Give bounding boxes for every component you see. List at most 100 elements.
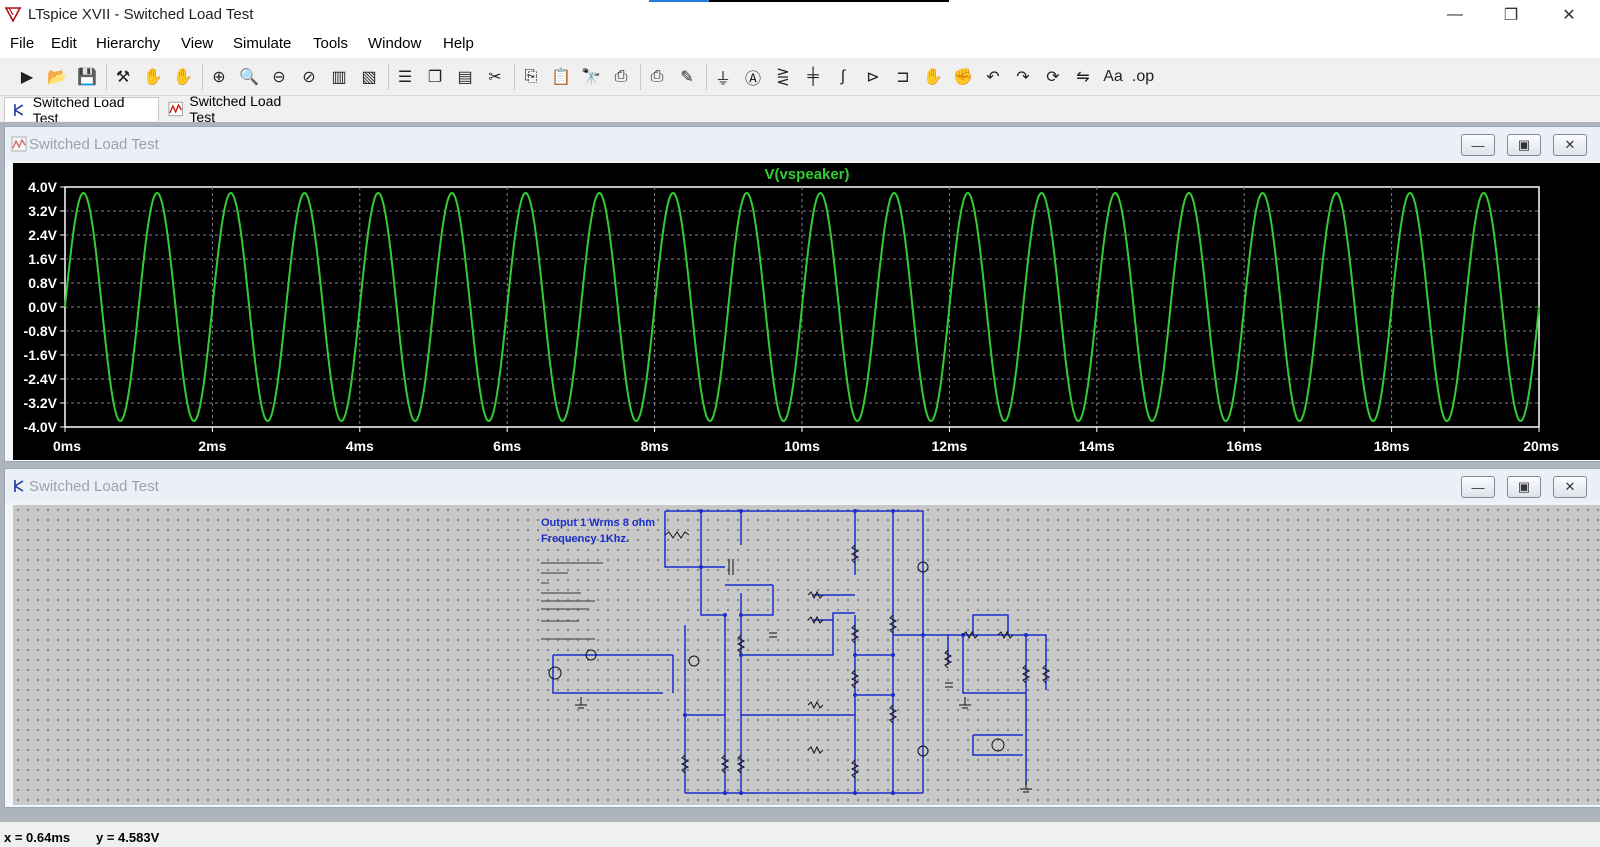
zoom-full-icon: 🔍: [239, 69, 259, 86]
draw-wire-icon: ✎: [680, 69, 694, 86]
save-icon: 💾: [77, 69, 97, 86]
tile-horizontal-icon: ☰: [397, 69, 413, 86]
child-close-button[interactable]: ✕: [1553, 134, 1587, 156]
restore-button[interactable]: ❐: [1488, 0, 1534, 30]
y-tick-label: -1.6V: [24, 347, 58, 363]
tab-label: Switched Load Test: [189, 93, 282, 125]
menu-file[interactable]: File: [10, 35, 35, 52]
trace-v-vspeaker[interactable]: [64, 191, 1540, 423]
zoom-cancel-button[interactable]: ⊘: [296, 64, 322, 90]
label-net-button[interactable]: Ⓐ: [740, 64, 766, 90]
schematic-annotation[interactable]: Frequency 1Khz.: [541, 533, 629, 545]
diode-button[interactable]: ⊳: [860, 64, 886, 90]
copy-button[interactable]: ⎘: [518, 64, 544, 90]
component-button[interactable]: ⊐: [890, 64, 916, 90]
schematic-canvas[interactable]: Output 1 Wrms 8 ohm Frequency 1Khz.: [13, 505, 1600, 805]
halt-button[interactable]: ✋: [140, 64, 166, 90]
menu-edit[interactable]: Edit: [51, 35, 77, 52]
open-button[interactable]: 📂: [44, 64, 70, 90]
redo-button[interactable]: ↷: [1010, 64, 1036, 90]
child-maximize-button[interactable]: ▣: [1507, 134, 1541, 156]
run-button[interactable]: ▶: [14, 64, 40, 90]
component-icon: ⊐: [896, 69, 910, 86]
drag-button[interactable]: ✊: [950, 64, 976, 90]
minimize-icon: —: [1447, 6, 1463, 23]
print-preview-button[interactable]: ⎙: [644, 64, 670, 90]
cut-button[interactable]: ✂: [482, 64, 508, 90]
tab-label: Switched Load Test: [32, 93, 125, 126]
menu-tools[interactable]: Tools: [313, 35, 349, 52]
circuit-wires: [552, 510, 1047, 794]
amplifier-schematic[interactable]: Output 1 Wrms 8 ohm Frequency 1Khz.: [13, 505, 1600, 805]
undo-icon: ↶: [986, 69, 1000, 86]
drag-icon: ✊: [953, 69, 973, 86]
ground-button[interactable]: ⏚: [710, 64, 736, 90]
spice-directive-button[interactable]: .op: [1130, 64, 1156, 90]
y-tick-label: -4.0V: [24, 419, 58, 435]
tile-horizontal-button[interactable]: ☰: [392, 64, 418, 90]
minimize-button[interactable]: —: [1432, 0, 1478, 30]
pan-icon: ✋: [173, 69, 193, 86]
ground-icon: ⏚: [714, 71, 731, 88]
child-close-button[interactable]: ✕: [1553, 476, 1587, 498]
child-maximize-button[interactable]: ▣: [1507, 476, 1541, 498]
trace-label[interactable]: V(vspeaker): [764, 166, 849, 183]
child-minimize-button[interactable]: —: [1461, 476, 1495, 498]
paste-button[interactable]: 📋: [548, 64, 574, 90]
zoom-out-button[interactable]: ⊖: [266, 64, 292, 90]
tile-vertical-button[interactable]: ▤: [452, 64, 478, 90]
find-button[interactable]: 🔭: [578, 64, 604, 90]
circuit-components: [548, 531, 1051, 793]
mirror-button[interactable]: ⇋: [1070, 64, 1096, 90]
move-button[interactable]: ✋: [920, 64, 946, 90]
capacitor-icon: ╪: [807, 68, 819, 85]
toolbar-separator: [706, 64, 707, 90]
zoom-full-button[interactable]: 🔍: [236, 64, 262, 90]
pan-button[interactable]: ✋: [170, 64, 196, 90]
menu-bar: File Edit Hierarchy View Simulate Tools …: [0, 30, 1600, 58]
zoom-out-icon: ⊖: [272, 69, 286, 86]
tab-schematic[interactable]: Switched Load Test: [4, 94, 159, 126]
autorange-button[interactable]: ▥: [326, 64, 352, 90]
y-tick-label: 3.2V: [28, 203, 57, 219]
close-button[interactable]: ✕: [1546, 0, 1592, 30]
close-icon: ✕: [1562, 7, 1576, 24]
child-minimize-button[interactable]: —: [1461, 134, 1495, 156]
menu-window[interactable]: Window: [368, 35, 422, 52]
find-icon: 🔭: [581, 69, 601, 86]
schematic-annotation[interactable]: Output 1 Wrms 8 ohm: [541, 517, 655, 529]
y-tick-label: -3.2V: [24, 395, 58, 411]
toolbar: ▶📂💾⚒✋✋⊕🔍⊖⊘▥▧☰❐▤✂⎘📋🔭⎙⎙✎⏚Ⓐ⋛╪∫⊳⊐✋✊↶↷⟳⇋Aa.op: [0, 58, 1600, 96]
print-icon: ⎙: [614, 68, 628, 85]
resistor-button[interactable]: ⋛: [770, 64, 796, 90]
plot-settings-button[interactable]: ▧: [356, 64, 382, 90]
draw-wire-button[interactable]: ✎: [674, 64, 700, 90]
plot-settings-icon: ▧: [361, 69, 377, 86]
waveform-icon: [168, 101, 183, 117]
menu-view[interactable]: View: [181, 35, 214, 52]
menu-hierarchy[interactable]: Hierarchy: [96, 35, 161, 52]
close-icon: ✕: [1564, 479, 1576, 494]
rotate-button[interactable]: ⟳: [1040, 64, 1066, 90]
print-button[interactable]: ⎙: [608, 64, 634, 90]
move-icon: ✋: [923, 69, 943, 86]
text-button[interactable]: Aa: [1100, 64, 1126, 90]
menu-help[interactable]: Help: [443, 35, 474, 52]
tab-waveform[interactable]: Switched Load Test: [162, 93, 312, 125]
cascade-button[interactable]: ❐: [422, 64, 448, 90]
menu-simulate[interactable]: Simulate: [233, 35, 292, 52]
y-tick-label: 0.0V: [28, 299, 57, 315]
zoom-in-button[interactable]: ⊕: [206, 64, 232, 90]
schematic-window-titlebar[interactable]: Switched Load Test — ▣ ✕: [5, 469, 1600, 503]
minimize-icon: —: [1471, 137, 1485, 153]
save-button[interactable]: 💾: [74, 64, 100, 90]
x-tick-label: 16ms: [1226, 438, 1262, 454]
undo-button[interactable]: ↶: [980, 64, 1006, 90]
capacitor-button[interactable]: ╪: [800, 64, 826, 90]
waveform-window-titlebar[interactable]: Switched Load Test — ▣ ✕: [5, 127, 1600, 161]
inductor-button[interactable]: ∫: [830, 64, 856, 90]
control-panel-button[interactable]: ⚒: [110, 64, 136, 90]
